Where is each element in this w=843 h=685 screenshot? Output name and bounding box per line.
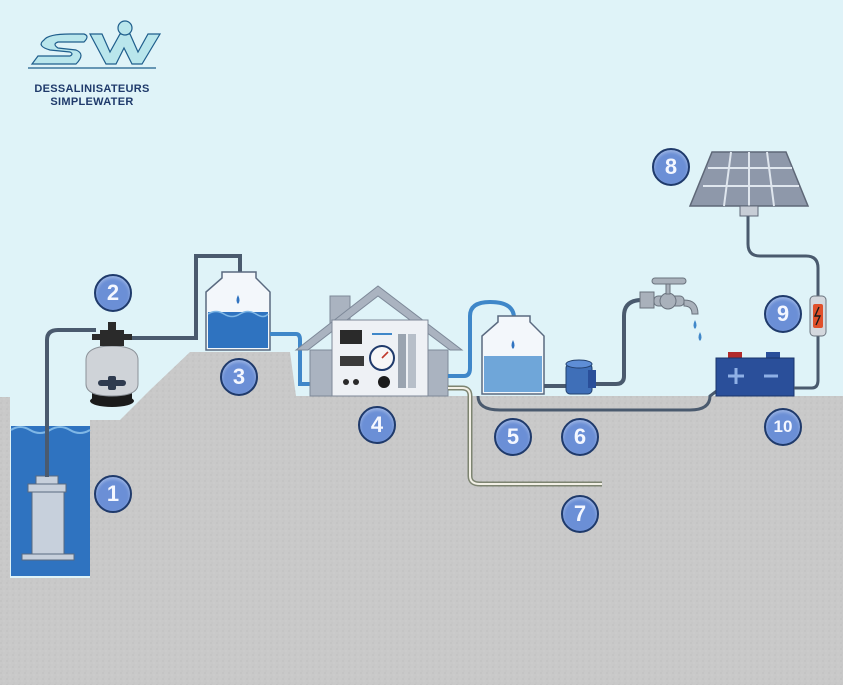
- solar-panel-icon: [688, 151, 810, 217]
- pipe-well-to-filter: [45, 328, 96, 477]
- step-badge-9: 9: [764, 295, 802, 333]
- step-badge-3: 3: [220, 358, 258, 396]
- water-drop-icon: [236, 295, 240, 304]
- step-badge-8: 8: [652, 148, 690, 186]
- sand-filter-icon: [85, 322, 139, 407]
- brand-logo: DESSALINISATEURS SIMPLEWATER: [14, 18, 170, 109]
- step-badge-4: 4: [358, 406, 396, 444]
- step-badge-10: 10: [764, 408, 802, 446]
- water-drop-icon: [511, 340, 515, 349]
- step-badge-2: 2: [94, 274, 132, 312]
- ground: [0, 352, 843, 685]
- uv-sterilizer-icon: [565, 359, 596, 395]
- brand-line-2: SIMPLEWATER: [50, 96, 134, 108]
- submersible-pump-icon: [21, 475, 75, 561]
- power-cable: [476, 388, 719, 412]
- brand-line-1: DESSALINISATEURS: [34, 83, 150, 95]
- product-tank-icon: [481, 315, 545, 395]
- desalinator-unit-icon: [294, 285, 464, 397]
- step-badge-7: 7: [561, 495, 599, 533]
- step-badge-5: 5: [494, 418, 532, 456]
- faucet-icon: [639, 277, 702, 341]
- well: [10, 426, 91, 576]
- step-badge-6: 6: [561, 418, 599, 456]
- charge-controller-icon: [809, 295, 827, 337]
- step-badge-1: 1: [94, 475, 132, 513]
- pipe-filter-to-tank: [132, 254, 242, 340]
- feed-tank-icon: [205, 271, 271, 351]
- sw-logo-icon: [28, 20, 162, 69]
- pipe-desalinator-to-product-tank: [448, 299, 516, 378]
- battery-icon: [715, 352, 795, 397]
- pipe-tank-to-desalinator: [270, 332, 310, 386]
